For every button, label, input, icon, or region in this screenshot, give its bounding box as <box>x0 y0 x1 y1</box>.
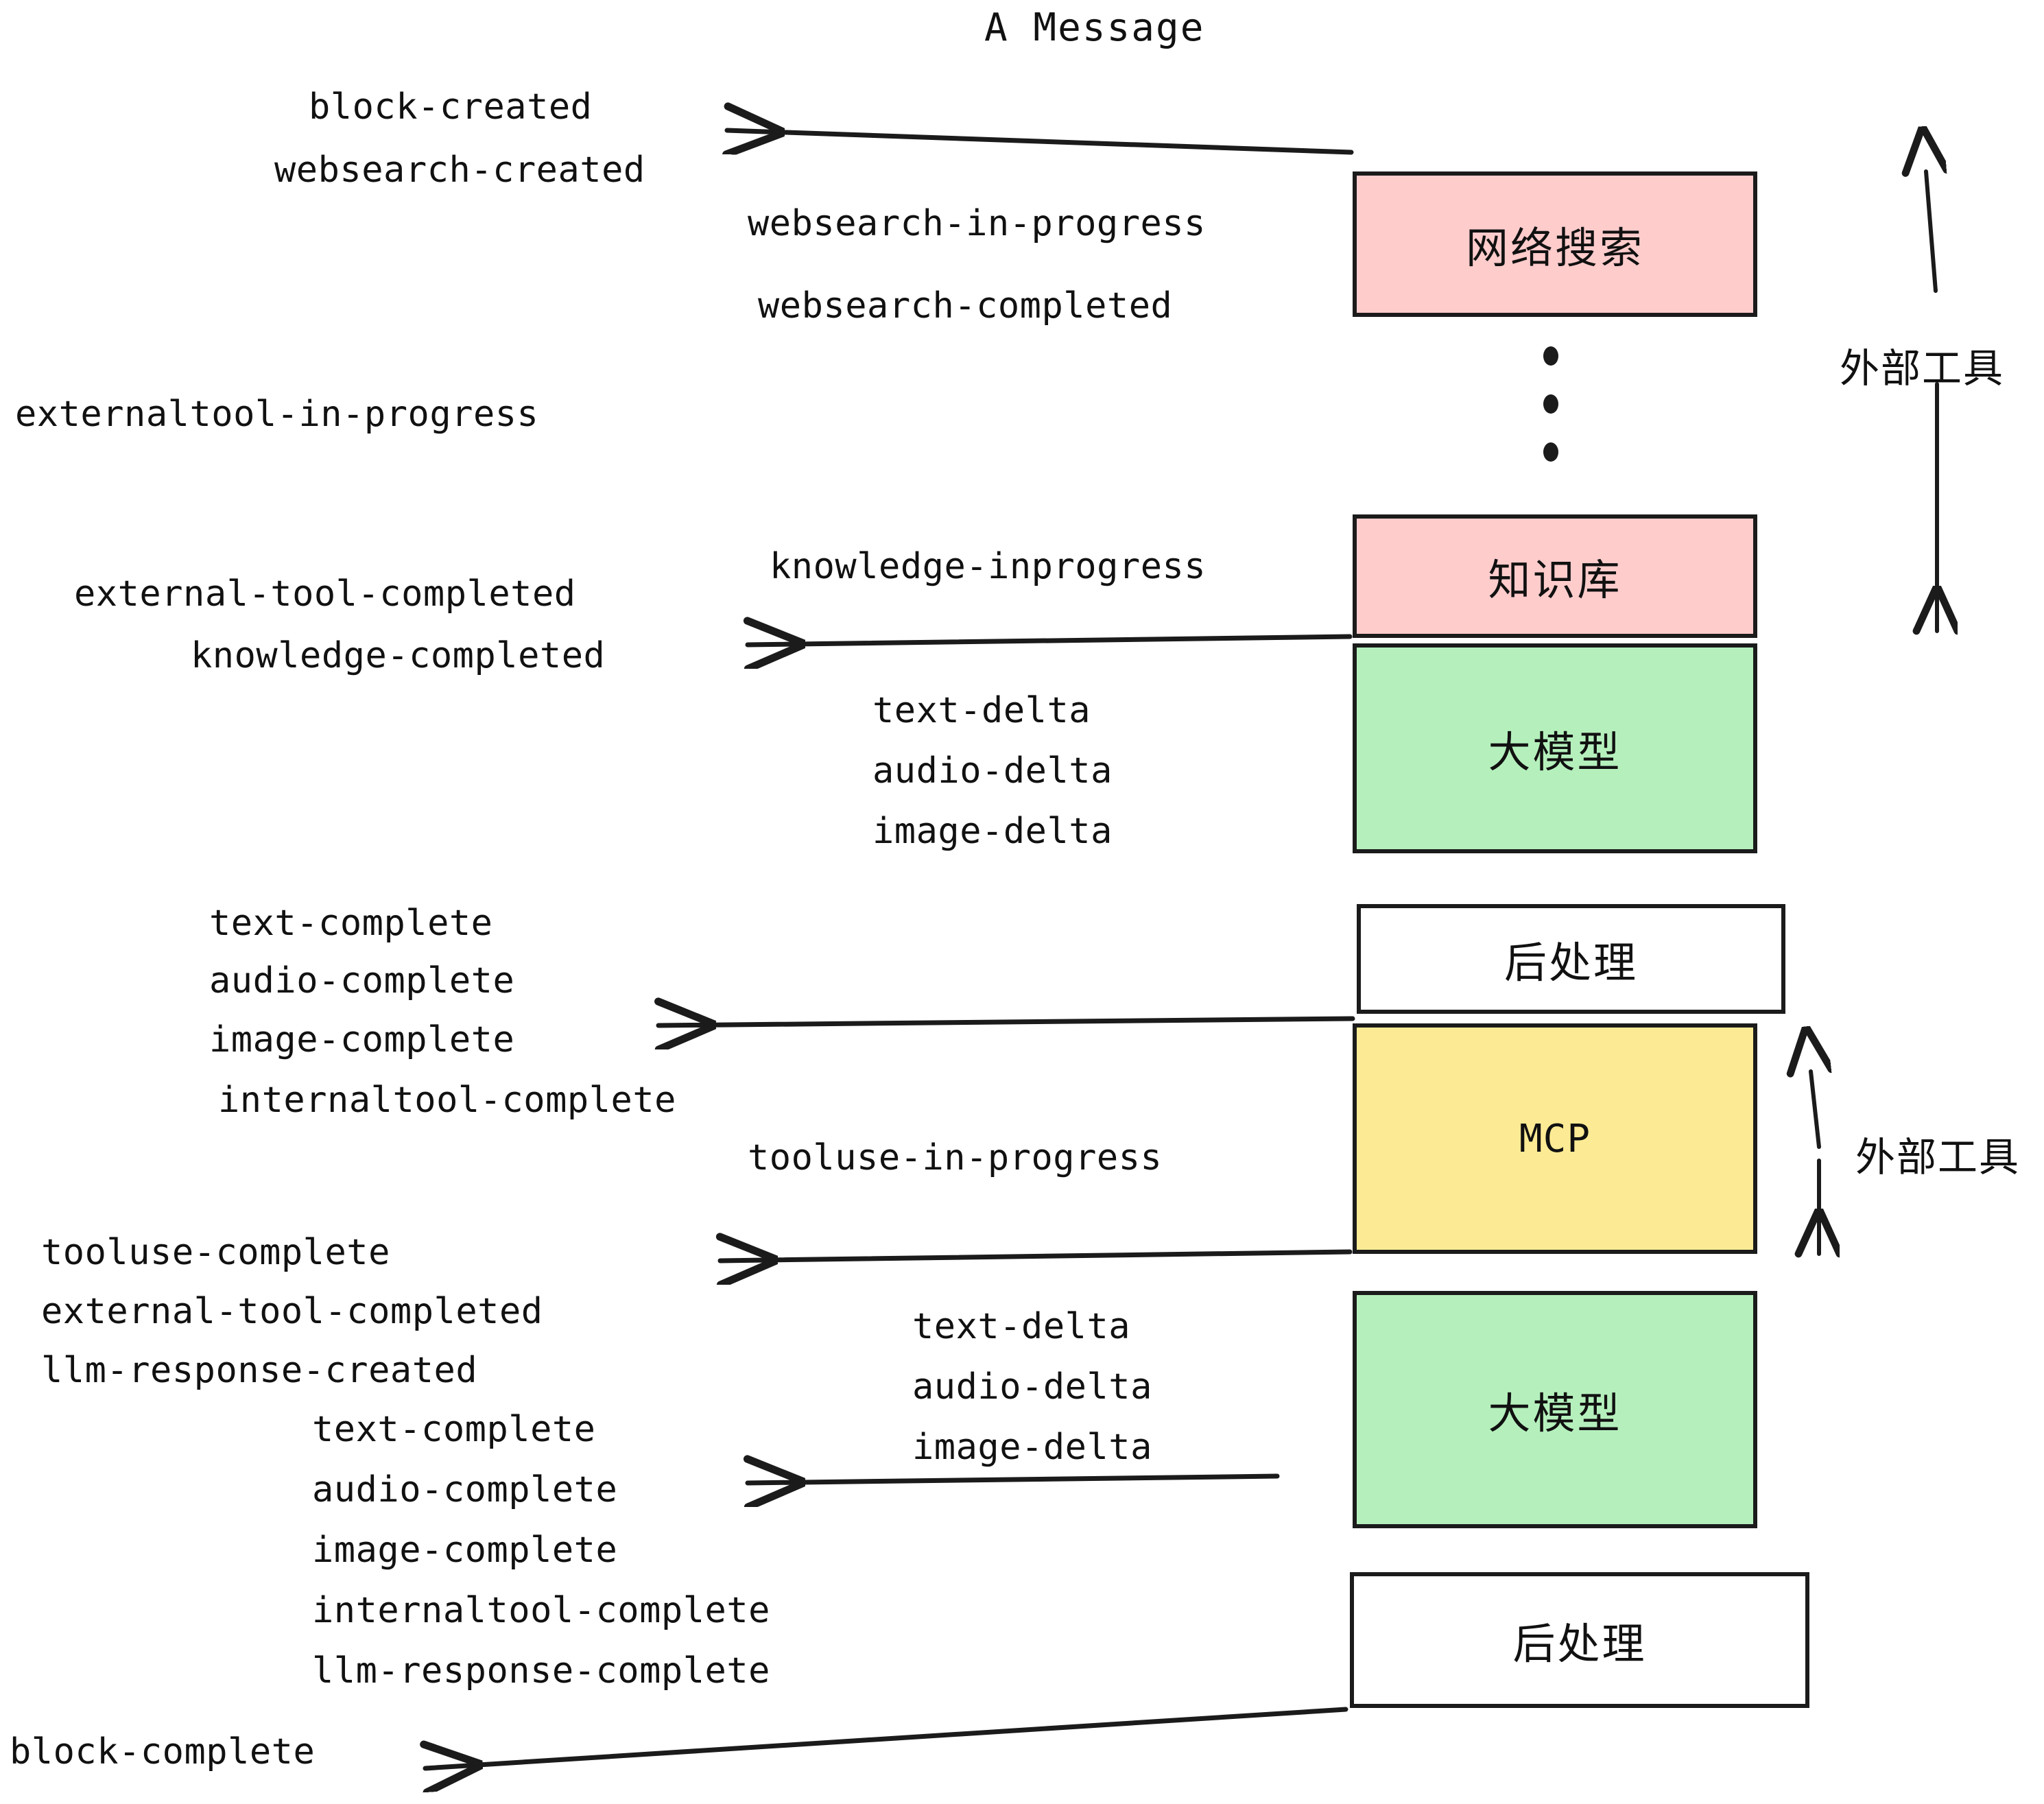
event-label: block-complete <box>10 1731 316 1772</box>
event-label: internaltool-complete <box>312 1590 770 1631</box>
ellipsis-dot-icon <box>1543 346 1558 366</box>
box-knowledge: 知识库 <box>1353 514 1757 638</box>
external-tool-label: 外部工具 <box>1855 1134 2021 1180</box>
event-label: llm-response-complete <box>312 1650 770 1692</box>
page-title: A Message <box>984 5 1205 50</box>
arrow-audio-complete <box>748 1476 1280 1483</box>
box-post-top: 后处理 <box>1357 904 1785 1014</box>
event-label: block-created <box>309 86 593 128</box>
event-label: knowledge-inprogress <box>770 546 1207 587</box>
event-label: image-delta <box>912 1427 1152 1468</box>
event-label: audio-delta <box>912 1366 1152 1408</box>
event-label: knowledge-completed <box>191 635 606 676</box>
arrow-websearch-created <box>727 130 1354 152</box>
box-llm-top: 大模型 <box>1353 643 1757 853</box>
event-label: external-tool-completed <box>41 1291 543 1332</box>
event-label: llm-response-created <box>41 1350 478 1391</box>
event-label: websearch-in-progress <box>748 203 1206 244</box>
event-label: text-delta <box>912 1306 1131 1347</box>
event-label: text-delta <box>872 690 1091 731</box>
event-label: image-complete <box>209 1019 515 1060</box>
event-label: external-tool-completed <box>74 573 576 615</box>
event-label: websearch-completed <box>758 285 1173 327</box>
event-label: externaltool-in-progress <box>15 394 539 435</box>
external-tool-range-top <box>1926 171 1937 631</box>
event-label: audio-delta <box>872 750 1113 792</box>
arrow-knowledge-completed <box>748 637 1353 645</box>
event-label: text-complete <box>312 1409 596 1450</box>
ellipsis-dot-icon <box>1543 442 1558 462</box>
event-label: audio-complete <box>312 1469 618 1510</box>
box-mcp: MCP <box>1353 1023 1757 1254</box>
event-label: image-delta <box>872 811 1113 852</box>
arrow-block-complete <box>425 1707 1348 1768</box>
external-tool-label: 外部工具 <box>1840 345 2005 392</box>
arrow-tooluse-complete <box>720 1252 1353 1261</box>
box-post-bottom: 后处理 <box>1350 1572 1809 1708</box>
external-tool-range-bottom <box>1811 1071 1819 1254</box>
event-label: image-complete <box>312 1530 618 1571</box>
event-label: internaltool-complete <box>218 1080 676 1121</box>
arrow-image-complete <box>658 1019 1355 1025</box>
event-label: websearch-created <box>274 150 645 191</box>
event-label: audio-complete <box>209 960 515 1001</box>
box-llm-bottom: 大模型 <box>1353 1291 1757 1528</box>
event-label: tooluse-in-progress <box>748 1137 1163 1178</box>
event-label: tooluse-complete <box>41 1232 390 1273</box>
box-websearch: 网络搜索 <box>1353 171 1757 317</box>
ellipsis-dot-icon <box>1543 394 1558 414</box>
event-label: text-complete <box>209 903 493 944</box>
